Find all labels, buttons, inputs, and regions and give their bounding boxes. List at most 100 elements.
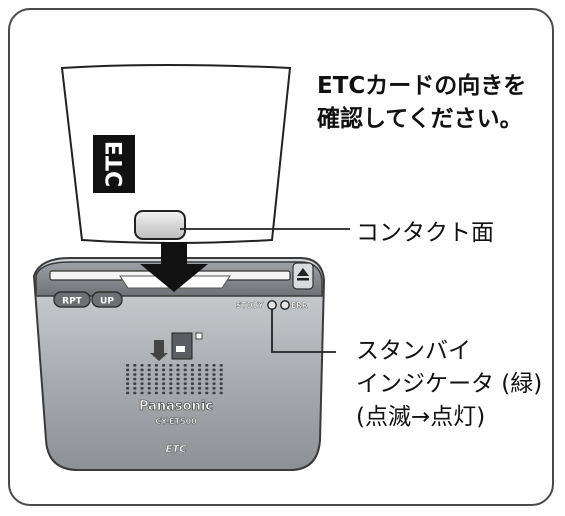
- up-button-label: UP: [100, 297, 114, 307]
- grille-hole: [219, 368, 223, 372]
- grille-hole: [169, 382, 173, 385]
- grille-hole: [169, 368, 173, 372]
- err-led: [280, 300, 290, 310]
- grille-hole: [147, 373, 151, 376]
- grille-hole: [162, 364, 166, 367]
- grille-hole: [126, 368, 130, 372]
- grille-hole: [205, 382, 209, 385]
- grille-hole: [140, 368, 144, 372]
- grille-hole: [219, 391, 223, 395]
- grille-hole: [183, 377, 187, 381]
- grille-hole: [183, 373, 187, 376]
- instruction-line-1: ETCカードの向きを: [317, 73, 527, 99]
- grille-hole: [190, 373, 194, 376]
- instruction-line-2: 確認してください。: [317, 106, 523, 132]
- speaker-grille: [126, 364, 223, 395]
- instruction-title: ETCカードの向きを 確認してください。: [317, 70, 526, 136]
- grille-hole: [147, 387, 151, 390]
- grille-hole: [154, 382, 158, 385]
- grille-hole: [198, 368, 202, 372]
- grille-hole: [198, 364, 202, 367]
- grille-hole: [126, 364, 130, 367]
- standby-label-line-3: (点滅→点灯): [356, 404, 486, 430]
- up-button: [91, 291, 123, 308]
- standby-label-line-2: インジケータ (緑): [356, 371, 543, 397]
- grille-hole: [147, 382, 151, 385]
- grille-hole: [147, 368, 151, 372]
- grille-hole: [147, 391, 151, 395]
- grille-hole: [154, 387, 158, 390]
- grille-hole: [126, 387, 130, 390]
- standby-led: [267, 300, 277, 310]
- grille-hole: [212, 391, 216, 395]
- grille-hole: [169, 387, 173, 390]
- grille-hole: [198, 391, 202, 395]
- grille-hole: [162, 377, 166, 381]
- standby-indicator-label: スタンバイ インジケータ (緑) (点滅→点灯): [356, 335, 542, 434]
- standby-tag: STDBY: [236, 301, 264, 310]
- grille-hole: [183, 382, 187, 385]
- grille-hole: [169, 373, 173, 376]
- grille-hole: [198, 377, 202, 381]
- grille-hole: [147, 377, 151, 381]
- grille-hole: [140, 382, 144, 385]
- grille-hole: [219, 377, 223, 381]
- etc-logo: ETC: [166, 444, 188, 455]
- grille-hole: [147, 364, 151, 367]
- grille-hole: [190, 382, 194, 385]
- model-name: CY-ET500: [155, 417, 197, 426]
- rpt-button: [53, 291, 91, 308]
- grille-hole: [176, 373, 180, 376]
- grille-hole: [219, 387, 223, 390]
- grille-hole: [205, 377, 209, 381]
- grille-hole: [154, 373, 158, 376]
- standby-leader-line: [271, 309, 336, 353]
- grille-hole: [183, 368, 187, 372]
- grille-hole: [162, 391, 166, 395]
- grille-hole: [212, 364, 216, 367]
- grille-hole: [205, 368, 209, 372]
- grille-hole: [183, 387, 187, 390]
- grille-hole: [154, 391, 158, 395]
- eject-icon: [297, 268, 309, 281]
- card-logo-text: ETC: [103, 141, 128, 187]
- grille-hole: [162, 387, 166, 390]
- standby-label-line-1: スタンバイ: [356, 338, 471, 364]
- grille-hole: [133, 373, 137, 376]
- grille-hole: [162, 382, 166, 385]
- insert-arrow: [140, 242, 208, 292]
- device-body: [32, 257, 326, 471]
- grille-hole: [183, 391, 187, 395]
- grille-hole: [133, 382, 137, 385]
- grille-hole: [198, 387, 202, 390]
- grille-hole: [183, 364, 187, 367]
- grille-hole: [154, 364, 158, 367]
- grille-hole: [140, 391, 144, 395]
- grille-hole: [205, 373, 209, 376]
- err-tag: ERR: [291, 301, 308, 310]
- grille-hole: [176, 377, 180, 381]
- grille-hole: [212, 377, 216, 381]
- grille-hole: [140, 377, 144, 381]
- grille-hole: [154, 377, 158, 381]
- grille-hole: [133, 364, 137, 367]
- grille-hole: [176, 387, 180, 390]
- grille-hole: [190, 368, 194, 372]
- grille-hole: [176, 391, 180, 395]
- contact-surface-label: コンタクト面: [356, 220, 494, 246]
- grille-hole: [126, 382, 130, 385]
- grille-hole: [212, 387, 216, 390]
- grille-hole: [212, 373, 216, 376]
- grille-hole: [133, 377, 137, 381]
- grille-hole: [169, 377, 173, 381]
- grille-hole: [190, 377, 194, 381]
- etc-card: [60, 64, 292, 244]
- grille-hole: [205, 387, 209, 390]
- card-etc-logo: ETC: [93, 135, 135, 193]
- grille-hole: [133, 368, 137, 372]
- grille-hole: [176, 364, 180, 367]
- grille-hole: [176, 368, 180, 372]
- grille-hole: [219, 382, 223, 385]
- grille-hole: [205, 364, 209, 367]
